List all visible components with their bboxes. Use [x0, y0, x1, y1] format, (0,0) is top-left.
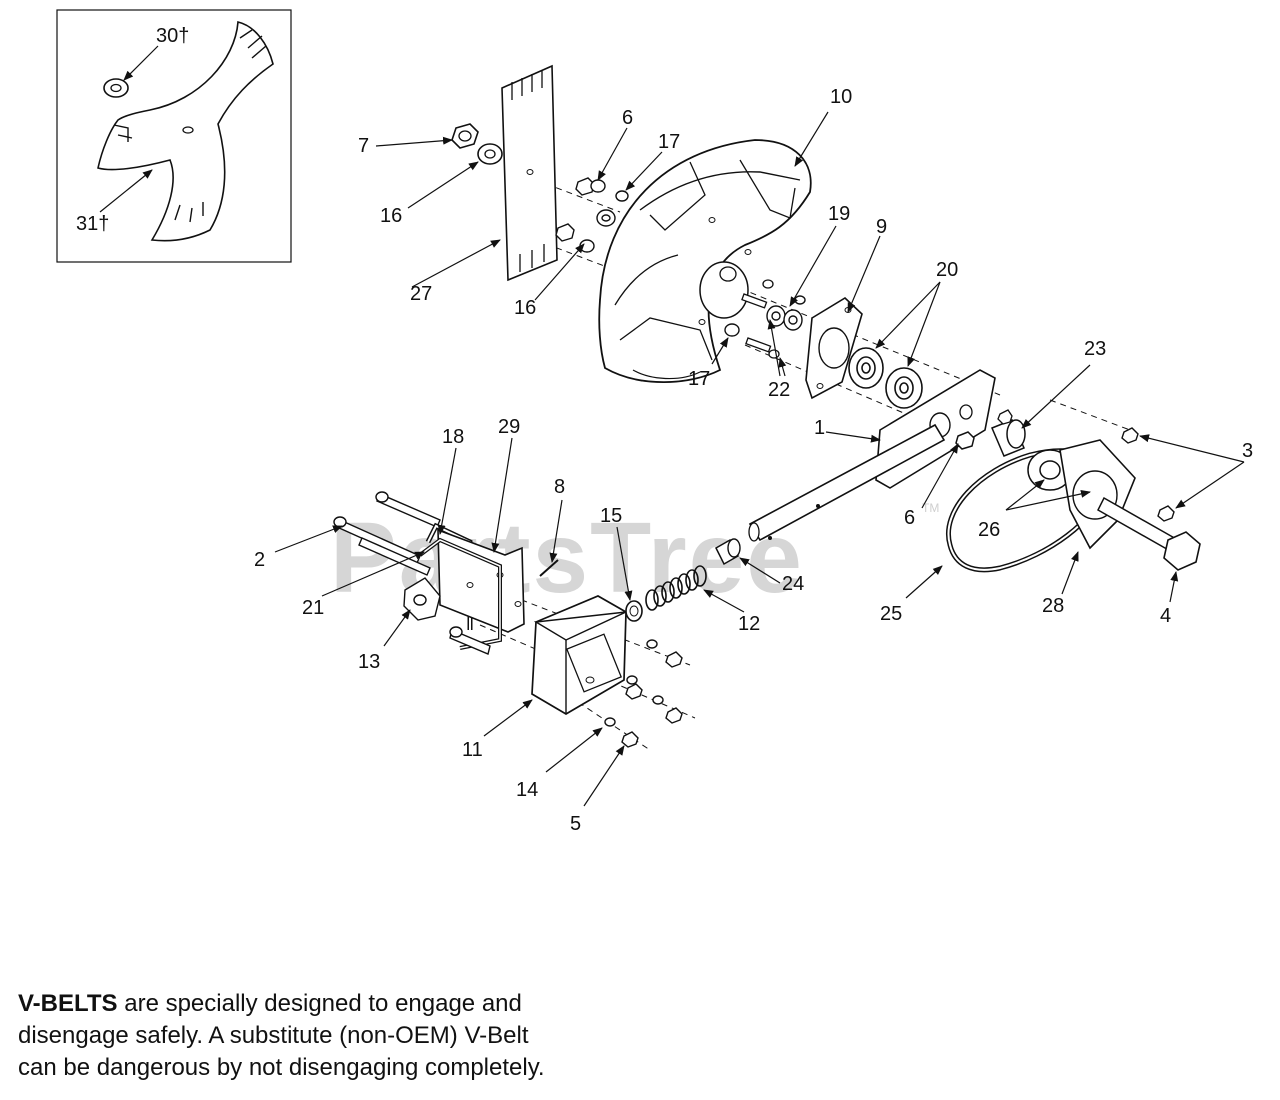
- inset-panel: 30† 31†: [56, 9, 292, 263]
- part-12-spring: [645, 565, 707, 611]
- note-line-1-text: are specially designed to engage and: [117, 990, 522, 1017]
- callout-5: 5: [570, 813, 581, 835]
- part-6-nut-right: [955, 431, 975, 450]
- callout-27: 27: [410, 283, 432, 305]
- callout-22: 22: [768, 379, 790, 401]
- callout-16-lower: 16: [514, 297, 536, 319]
- callout-11: 11: [462, 739, 483, 761]
- callout-7: 7: [358, 135, 369, 157]
- part-15-washer: [625, 600, 643, 622]
- part-17-washer-lower: [724, 323, 740, 337]
- note-line-3: can be dangerous by not disengaging comp…: [18, 1054, 545, 1081]
- callout-15: 15: [600, 505, 622, 527]
- callout-8: 8: [554, 476, 565, 498]
- part-9-bearing-flange: [805, 297, 863, 400]
- part-10-housing: [598, 139, 812, 384]
- part-4-bolt: [1097, 496, 1201, 571]
- callout-17-upper: 17: [658, 131, 680, 153]
- callout-30: 30†: [156, 25, 189, 47]
- callout-19: 19: [828, 203, 850, 225]
- callout-14: 14: [516, 779, 538, 801]
- part-22-bolts: [741, 279, 780, 359]
- part-23-spacer: [991, 409, 1026, 457]
- callout-1: 1: [814, 417, 825, 439]
- part-24-spacer: [715, 538, 741, 566]
- callout-26: 26: [978, 519, 1000, 541]
- callout-29: 29: [498, 416, 520, 438]
- callout-17-lower: 17: [688, 368, 710, 390]
- callout-9: 9: [876, 216, 887, 238]
- callout-31: 31†: [76, 213, 109, 235]
- callout-24: 24: [782, 573, 804, 595]
- callout-20: 20: [936, 259, 958, 281]
- part-16-washer-a: [477, 143, 503, 165]
- note-line-1: V-BELTS are specially designed to engage…: [18, 988, 638, 1020]
- callout-6-upper: 6: [622, 107, 633, 129]
- watermark-tm: TM: [922, 501, 939, 515]
- callout-6-lower: 6: [904, 507, 915, 529]
- inset-washer-drawing: [103, 78, 129, 98]
- part-11-block: [531, 595, 627, 715]
- callout-28: 28: [1042, 595, 1064, 617]
- callout-16-upper: 16: [380, 205, 402, 227]
- callout-2: 2: [254, 549, 265, 571]
- part-27-plate: [501, 64, 558, 282]
- v-belt-warning-note: V-BELTS are specially designed to engage…: [18, 988, 638, 1084]
- part-21-u-bolt: [418, 537, 502, 650]
- part-3-screws: [1121, 427, 1175, 522]
- leader-lines: [274, 111, 1245, 807]
- callout-21: 21: [302, 597, 324, 619]
- part-1-frame: [748, 369, 996, 542]
- note-bold-term: V-BELTS: [18, 990, 118, 1017]
- impeller-blade-drawing: [97, 21, 274, 242]
- part-13-latch: [403, 577, 491, 655]
- part-19-spacers: [766, 295, 806, 331]
- note-line-2: disengage safely. A substitute (non-OEM)…: [18, 1022, 529, 1049]
- callout-4: 4: [1160, 605, 1171, 627]
- part-20-bearings: [848, 347, 923, 409]
- callout-3: 3: [1242, 440, 1253, 462]
- callout-18: 18: [442, 426, 464, 448]
- part-7-nut: [451, 123, 479, 149]
- callout-12: 12: [738, 613, 760, 635]
- callout-23: 23: [1084, 338, 1106, 360]
- callout-10: 10: [830, 86, 852, 108]
- callout-13: 13: [358, 651, 380, 673]
- part-2-bolts: [333, 491, 441, 576]
- part-14-5-nuts: [604, 639, 683, 748]
- callout-25: 25: [880, 603, 902, 625]
- part-6-nuts-upper: [555, 177, 629, 253]
